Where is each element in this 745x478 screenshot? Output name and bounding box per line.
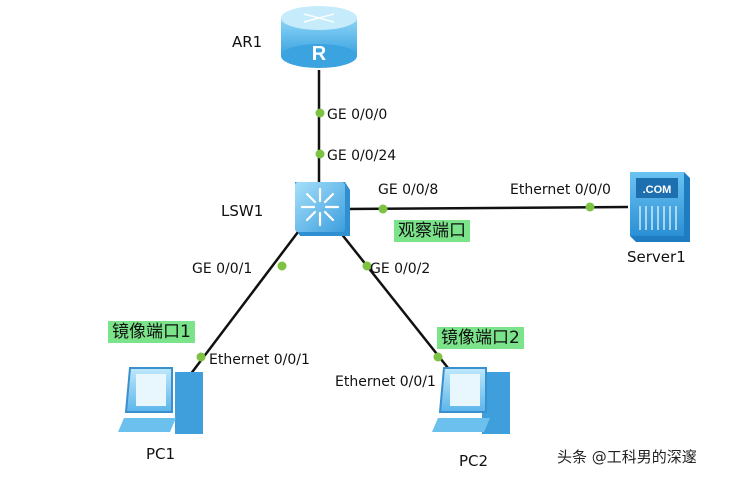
switch-label: LSW1 bbox=[221, 202, 264, 220]
svg-text:R: R bbox=[312, 43, 327, 65]
link-lsw1-server1 bbox=[344, 205, 629, 211]
port-dot-lsw1-ge0024 bbox=[315, 149, 325, 159]
port-dot-lsw1-ge001 bbox=[277, 261, 287, 271]
port-dot-pc2-eth001 bbox=[433, 352, 443, 362]
port-label-lsw1-ge002: GE 0/0/2 bbox=[370, 261, 431, 277]
link-lsw1-pc1 bbox=[189, 231, 299, 376]
port-dot-pc1-eth001 bbox=[196, 352, 206, 362]
mirror-port2-tag: 镜像端口2 bbox=[437, 327, 524, 349]
server-icon[interactable]: .COM bbox=[630, 172, 690, 242]
router-icon[interactable]: R bbox=[281, 6, 357, 68]
router-label: AR1 bbox=[232, 33, 263, 51]
pc1-label: PC1 bbox=[146, 445, 176, 463]
port-label-lsw1-ge008: GE 0/0/8 bbox=[378, 182, 439, 198]
port-dot-lsw1-ge002 bbox=[362, 261, 372, 271]
port-label-server-eth000: Ethernet 0/0/0 bbox=[510, 182, 611, 198]
mirror-port1-tag: 镜像端口1 bbox=[108, 321, 195, 343]
watermark: 头条 @工科男的深邃 bbox=[557, 448, 697, 466]
port-label-lsw1-ge0024: GE 0/0/24 bbox=[327, 148, 397, 164]
pc1-icon[interactable] bbox=[118, 367, 203, 434]
port-dot-lsw1-ge008 bbox=[378, 204, 388, 214]
links bbox=[189, 70, 629, 376]
port-label-lsw1-ge001: GE 0/0/1 bbox=[192, 261, 253, 277]
link-lsw1-pc2 bbox=[339, 231, 449, 369]
port-label-ar1-ge000: GE 0/0/0 bbox=[327, 107, 388, 123]
server-screen-text: .COM bbox=[643, 184, 672, 196]
port-dot-ar1-ge000 bbox=[315, 108, 325, 118]
port-dot-server-eth000 bbox=[585, 202, 595, 212]
pc2-label: PC2 bbox=[459, 452, 489, 470]
server-label: Server1 bbox=[627, 248, 686, 266]
pc2-icon[interactable] bbox=[432, 367, 510, 434]
port-label-pc2-eth001: Ethernet 0/0/1 bbox=[335, 374, 436, 390]
port-dots bbox=[196, 108, 595, 362]
switch-icon[interactable] bbox=[295, 182, 350, 236]
observe-port-tag: 观察端口 bbox=[394, 220, 470, 242]
port-label-pc1-eth001: Ethernet 0/0/1 bbox=[209, 352, 310, 368]
